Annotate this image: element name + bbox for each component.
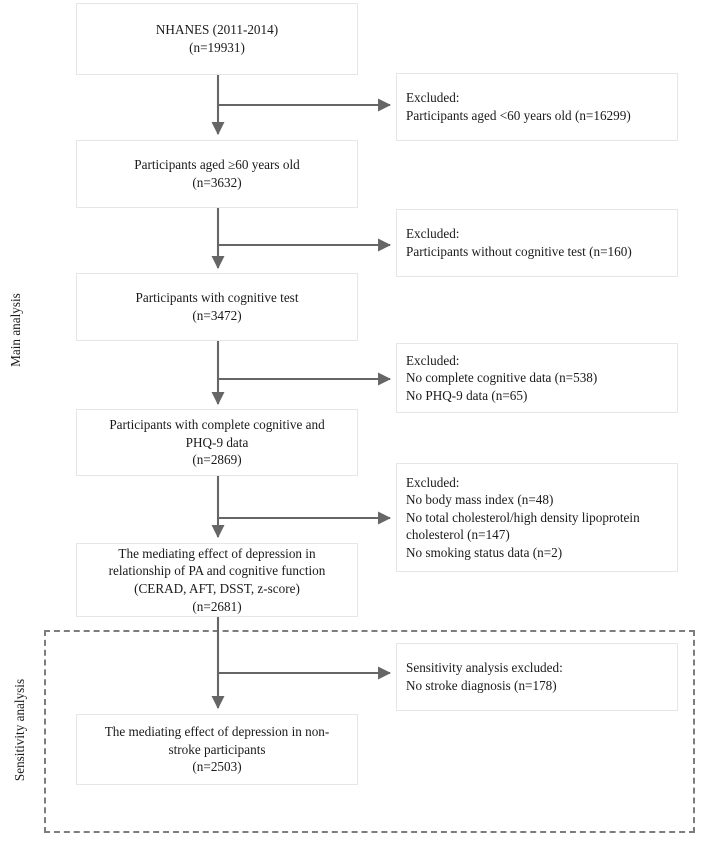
node-mediation-nonstroke-line-1: The mediating effect of depression in no… [104, 724, 330, 740]
node-aged60: Participants aged ≥60 years old (n=3632) [76, 140, 358, 208]
excl-age-line-2: Participants aged <60 years old (n=16299… [406, 108, 631, 123]
sensitivity-analysis-region [44, 630, 695, 833]
node-complete-data-line-2: PHQ-9 data [185, 434, 249, 450]
excl-covariates-line-2: No body mass index (n=48) [406, 492, 554, 508]
node-aged60-line-2: (n=3632) [192, 175, 242, 190]
node-complete-data-line-1: Participants with complete cognitive and [109, 417, 325, 433]
node-source: NHANES (2011-2014) (n=19931) [76, 3, 358, 75]
node-mediation-main: The mediating effect of depression in re… [76, 543, 358, 617]
side-label-sensitivity-analysis: Sensitivity analysis [12, 678, 27, 782]
node-mediation-main-line-1: The mediating effect of depression in [118, 545, 316, 561]
node-mediation-nonstroke: The mediating effect of depression in no… [76, 714, 358, 785]
excl-no-cognitive-test: Excluded: Participants without cognitive… [396, 209, 678, 277]
excl-incomplete-line-3: No PHQ-9 data (n=65) [406, 387, 528, 403]
excl-stroke: Sensitivity analysis excluded: No stroke… [396, 643, 678, 711]
node-complete-data-line-3: (n=2869) [192, 452, 242, 468]
node-mediation-main-line-2: relationship of PA and cognitive functio… [108, 563, 326, 579]
excl-covariates-line-3: No total cholesterol/high density lipopr… [406, 509, 640, 525]
excl-covariates: Excluded: No body mass index (n=48) No t… [396, 463, 678, 572]
node-mediation-main-line-3: (CERAD, AFT, DSST, z-score) [134, 581, 300, 596]
excl-age: Excluded: Participants aged <60 years ol… [396, 73, 678, 141]
node-source-line-1: NHANES (2011-2014) [155, 22, 279, 38]
excl-covariates-line-1: Excluded: [406, 474, 460, 490]
excl-covariates-line-4: cholesterol (n=147) [406, 527, 510, 543]
node-source-line-2: (n=19931) [189, 40, 245, 55]
node-mediation-nonstroke-line-3: (n=2503) [192, 759, 242, 775]
node-cognitive-test-line-1: Participants with cognitive test [135, 290, 299, 306]
node-aged60-line-1: Participants aged ≥60 years old [134, 157, 300, 173]
node-cognitive-test: Participants with cognitive test (n=3472… [76, 273, 358, 341]
excl-no-cognitive-test-line-1: Excluded: [406, 226, 460, 242]
node-mediation-nonstroke-line-2: stroke participants [168, 741, 266, 757]
excl-stroke-line-2: No stroke diagnosis (n=178) [406, 678, 557, 693]
excl-age-line-1: Excluded: [406, 90, 460, 106]
excl-incomplete-line-1: Excluded: [406, 352, 460, 368]
side-label-main-analysis: Main analysis [8, 293, 23, 367]
node-complete-data: Participants with complete cognitive and… [76, 409, 358, 476]
node-mediation-main-line-4: (n=2681) [192, 598, 242, 614]
excl-no-cognitive-test-line-2: Participants without cognitive test (n=1… [406, 244, 632, 259]
excl-covariates-line-5: No smoking status data (n=2) [406, 544, 563, 560]
node-cognitive-test-line-2: (n=3472) [192, 308, 242, 323]
excl-incomplete-line-2: No complete cognitive data (n=538) [406, 370, 598, 386]
excl-stroke-line-1: Sensitivity analysis excluded: [406, 660, 563, 676]
excl-incomplete: Excluded: No complete cognitive data (n=… [396, 343, 678, 413]
